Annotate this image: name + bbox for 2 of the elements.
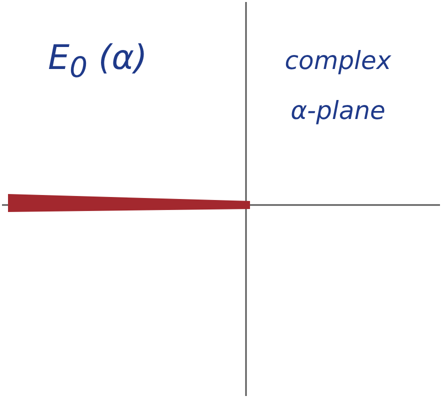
plane-label: complex α-plane [284,45,392,127]
function-label: E$_{0}$ (α) [48,38,148,84]
